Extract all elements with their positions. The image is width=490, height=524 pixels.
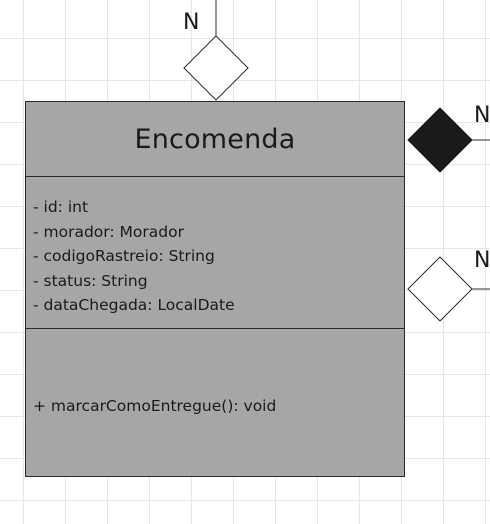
class-header: Encomenda [26, 102, 404, 177]
attribute-status: - status: String [33, 271, 148, 290]
right-lower-multiplicity-label: N [474, 248, 490, 273]
right-composition-diamond[interactable] [407, 107, 473, 173]
right-upper-multiplicity-label: N [474, 103, 490, 128]
class-name: Encomenda [134, 123, 296, 155]
right-aggregation-diamond[interactable] [407, 256, 473, 322]
attribute-codigo-rastreio: - codigoRastreio: String [33, 247, 215, 265]
methods-section: + marcarComoEntregue(): void [26, 329, 404, 476]
attribute-morador: - morador: Morador [33, 222, 184, 241]
attribute-data-chegada: - dataChegada: LocalDate [33, 296, 235, 314]
top-aggregation-diamond[interactable] [183, 35, 249, 101]
class-box-encomenda[interactable]: Encomenda - id: int - morador: Morador -… [25, 101, 405, 477]
attributes-section: - id: int - morador: Morador - codigoRas… [26, 177, 404, 329]
attribute-id: - id: int [33, 198, 89, 216]
top-multiplicity-label: N [183, 10, 200, 35]
method-marcar-como-entregue: + marcarComoEntregue(): void [33, 397, 277, 415]
